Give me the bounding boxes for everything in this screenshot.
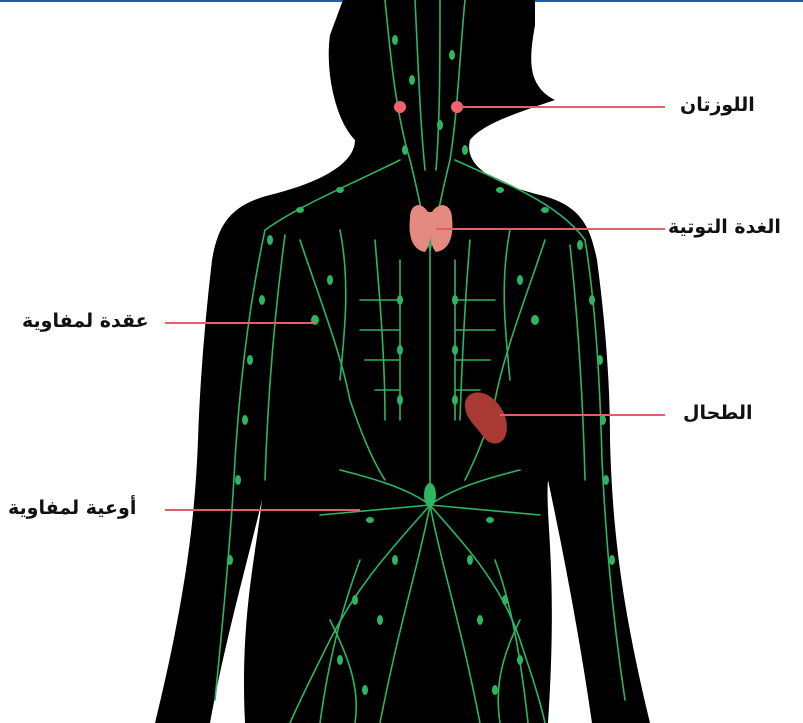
- label-lymph-vessels: أوعية لمفاوية: [8, 499, 136, 518]
- tonsil-left: [394, 101, 406, 113]
- label-thymus: الغدة التوتية: [668, 218, 781, 237]
- label-spleen: الطحال: [683, 404, 752, 423]
- label-lymph-node: عقدة لمفاوية: [22, 312, 149, 331]
- tonsil-right: [451, 101, 463, 113]
- label-tonsils: اللوزتان: [680, 96, 755, 115]
